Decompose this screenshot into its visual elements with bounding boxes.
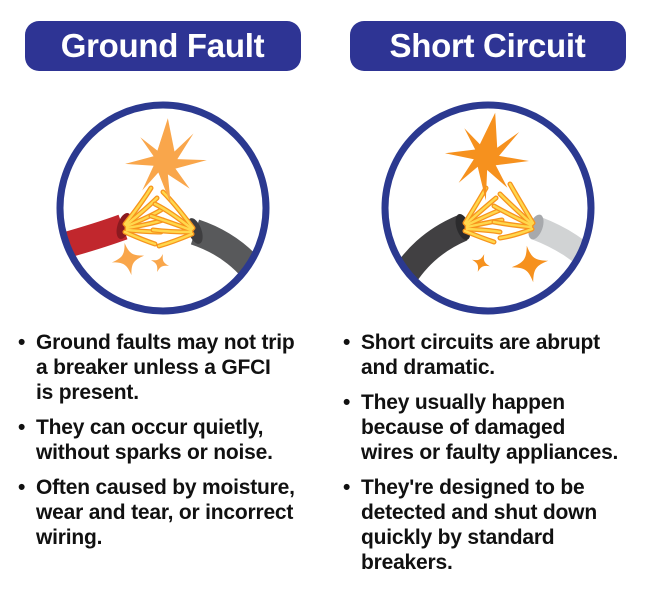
white-wire-strands <box>492 182 534 240</box>
light-gray-wire <box>531 216 591 277</box>
gray-wire-strands <box>149 190 194 248</box>
short-circuit-header: Short Circuit <box>349 21 626 71</box>
spark-burst-icon <box>124 118 207 204</box>
bullet-item: They can occur quietly, without sparks o… <box>18 415 295 465</box>
short-circuit-title: Short Circuit <box>389 27 586 64</box>
spark-burst-icon <box>444 112 529 201</box>
circle-ring <box>56 101 269 315</box>
bullet-item: They usually happen because of damaged w… <box>343 390 618 465</box>
bullet-item: Often caused by moisture, wear and tear,… <box>18 475 295 550</box>
bullet-item: Ground faults may not trip a breaker unl… <box>18 330 295 405</box>
column-short-circuit: Short Circuit <box>325 0 650 585</box>
sparkle-icon <box>471 254 490 272</box>
short-circuit-illustration <box>381 101 594 315</box>
bullet-item: Short circuits are abrupt and dramatic. <box>343 330 618 380</box>
circle-ring <box>381 101 594 315</box>
sparkle-icon <box>111 242 144 276</box>
sparkle-icon <box>511 245 548 283</box>
column-ground-fault: Ground Fault <box>0 0 325 585</box>
ground-fault-header: Ground Fault <box>24 21 301 71</box>
ground-fault-illustration <box>56 101 269 315</box>
ground-fault-bullets: Ground faults may not trip a breaker unl… <box>0 330 301 560</box>
sparkle-icon <box>150 253 169 273</box>
ground-fault-title: Ground Fault <box>60 27 265 64</box>
bullet-item: They're designed to be detected and shut… <box>343 475 618 575</box>
short-circuit-bullets: Short circuits are abrupt and dramatic. … <box>325 330 624 585</box>
